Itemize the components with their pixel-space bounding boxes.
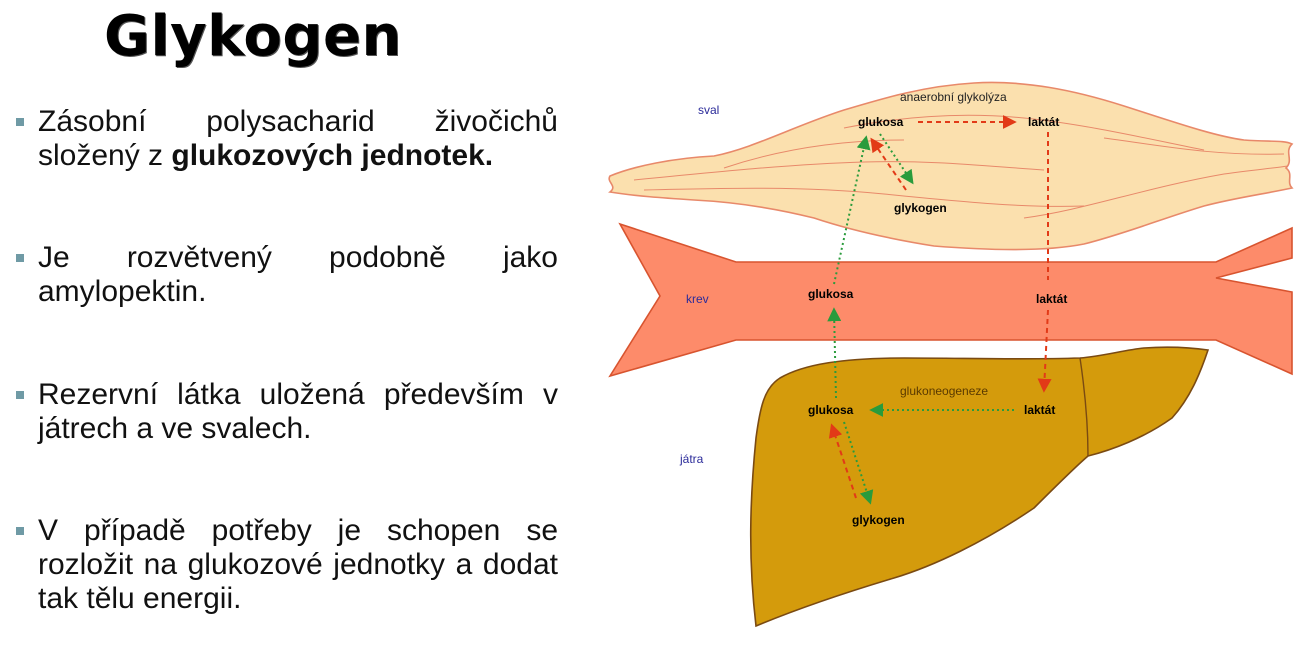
arrow-glycogen-to-glucose-liver <box>828 423 857 499</box>
muscle-glucose-label: glukosa <box>858 115 904 129</box>
liver-glucose-label: glukosa <box>808 403 854 417</box>
page-title: Glykogen <box>104 4 402 69</box>
glycogen-metabolism-diagram: sval krev játra anaerobní glykolýza gluk… <box>608 81 1294 628</box>
bullet-text: Rezervní látka uložená především v játre… <box>38 378 558 445</box>
gluconeogenesis-label: glukoneogeneze <box>900 384 988 398</box>
bullet-item: V případě potřeby je schopen se rozložit… <box>16 514 558 616</box>
bullet-marker <box>16 118 24 126</box>
bullet-item: Zásobní polysacharid živočichů složený z… <box>16 105 558 173</box>
blood-lactate-label: laktát <box>1036 292 1067 306</box>
bullet-text-part: Zásobní polysacharid živočichů složený z <box>38 105 558 172</box>
bullet-text: Je rozvětvený podobně jako amylopektin. <box>38 241 558 308</box>
bullet-text: Zásobní polysacharid živočichů složený z… <box>38 105 558 173</box>
bullet-bold-text: glukozových jednotek. <box>171 139 494 172</box>
bullet-item: Rezervní látka uložená především v játre… <box>16 378 558 446</box>
liver-label: játra <box>679 452 704 466</box>
liver-glycogen-label: glykogen <box>852 513 905 527</box>
arrow-glucose-to-glycogen-liver <box>843 421 874 505</box>
arrow-lactate-blood-to-liver <box>1037 309 1052 393</box>
blood-vessel-shape <box>608 222 1293 378</box>
muscle-label: sval <box>698 103 719 117</box>
muscle-glycogen-label: glykogen <box>894 201 947 215</box>
bullet-item: Je rozvětvený podobně jako amylopektin. <box>16 241 558 309</box>
bullet-marker <box>16 254 24 262</box>
anaerobic-glycolysis-label: anaerobní glykolýza <box>900 90 1007 104</box>
blood-label: krev <box>686 292 709 306</box>
liver-lactate-label: laktát <box>1024 403 1055 417</box>
bullet-marker <box>16 391 24 399</box>
muscle-lactate-label: laktát <box>1028 115 1059 129</box>
muscle-shape <box>608 81 1294 251</box>
arrow-glycogen-to-glucose-muscle <box>870 137 907 191</box>
bullet-marker <box>16 527 24 535</box>
liver-shape <box>749 346 1210 628</box>
blood-glucose-label: glukosa <box>808 287 854 301</box>
bullet-text: V případě potřeby je schopen se rozložit… <box>38 514 558 615</box>
